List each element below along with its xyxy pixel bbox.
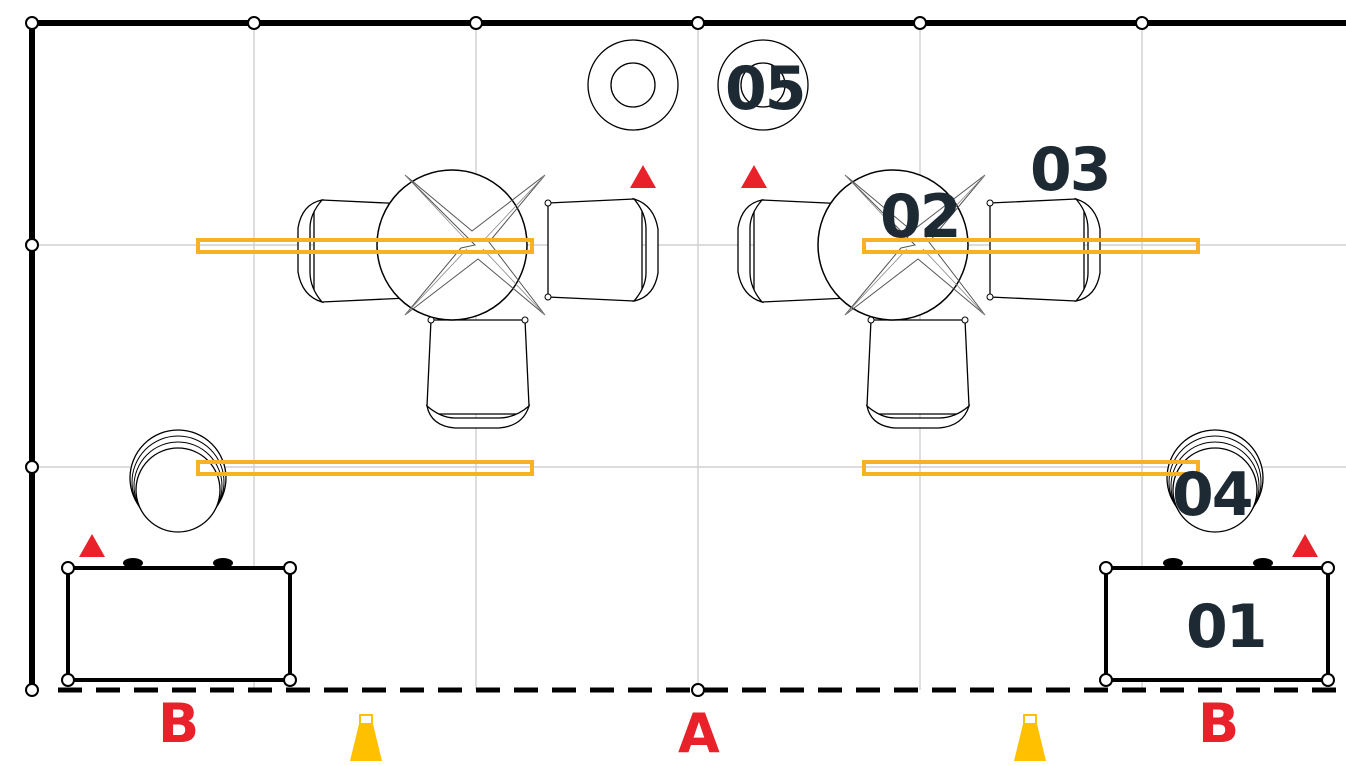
table-group-right [737, 169, 1101, 429]
item-label-05: 05 [725, 54, 806, 124]
side-label-left: B [158, 692, 200, 755]
counter-left [61, 558, 297, 687]
table-group-left [297, 169, 659, 429]
item-label-03: 03 [1030, 135, 1111, 205]
side-label-right: B [1198, 692, 1240, 755]
stand-item-05 [587, 39, 809, 131]
lighting-bars [196, 238, 1200, 476]
round-table-right [817, 169, 969, 321]
item-label-04: 04 [1172, 460, 1253, 530]
item-label-02: 02 [880, 182, 961, 252]
item-label-01: 01 [1186, 592, 1267, 662]
stool-left [129, 429, 227, 533]
grid-lines [32, 23, 1346, 690]
spotlight-icon-left [350, 714, 382, 761]
spotlight-icon-right [1014, 714, 1046, 761]
counter-right [1099, 558, 1335, 687]
round-table-left [376, 169, 528, 321]
side-label-front: A [678, 702, 720, 765]
view-marker-icons [79, 165, 1318, 557]
